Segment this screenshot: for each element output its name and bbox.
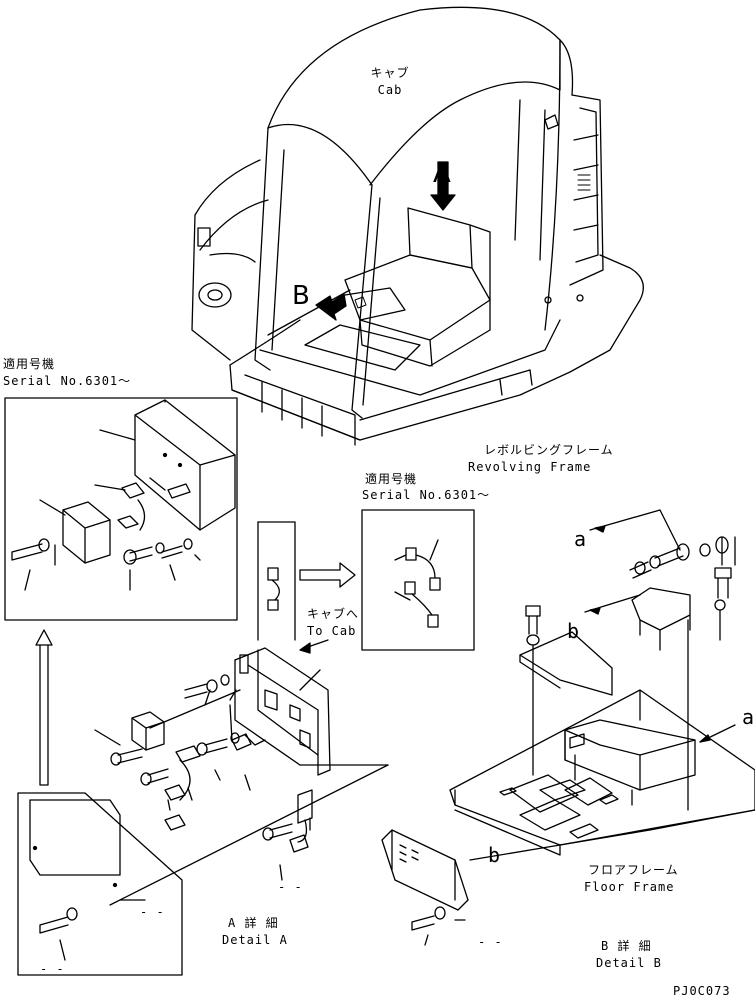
revolving-frame-label-en: Revolving Frame (468, 460, 592, 474)
revolving-frame-label-jp: レボルビングフレーム (484, 443, 614, 457)
dash-mark-1: - - (278, 880, 303, 894)
serial-box-1-label-jp: 適用号機 (3, 357, 56, 371)
detail-a-label-en: Detail A (222, 933, 288, 947)
floor-frame-label-jp: フロアフレーム (588, 863, 679, 877)
dash-mark-2: - - (140, 905, 165, 919)
floor-frame-label-en: Floor Frame (584, 880, 675, 894)
serial-box-1-frame (4, 397, 238, 621)
serial-box-2-frame (361, 509, 475, 651)
ref-marker-b-upper: b (567, 619, 581, 643)
serial-box-2-label-en: Serial No.6301～ (362, 488, 491, 502)
ref-marker-b-lower: b (488, 843, 502, 867)
ref-marker-a-upper: a (574, 527, 588, 551)
detail-b-label-en: Detail B (596, 956, 662, 970)
drawing-code: PJ0C073 (673, 984, 731, 998)
serial-box-1-label-en: Serial No.6301～ (3, 374, 132, 388)
detail-a-label-jp: A 詳 細 (228, 916, 279, 930)
dash-mark-3: - - (478, 935, 503, 949)
detail-a-assembly (94, 521, 389, 906)
to-cab-label-jp: キャブへ (307, 607, 360, 621)
cab-label-en: Cab (377, 83, 403, 97)
cab-illustration (191, 6, 644, 446)
lower-left-panel (17, 792, 183, 976)
up-arrow (35, 629, 53, 786)
serial-box-2-label-jp: 適用号機 (365, 472, 418, 486)
right-arrow (299, 562, 356, 588)
detail-b-assembly (381, 509, 755, 946)
ref-marker-a-right: a (742, 705, 755, 729)
detail-b-label-jp: B 詳 細 (601, 939, 652, 953)
view-marker-a: A (433, 159, 451, 189)
to-cab-label-en: To Cab (307, 624, 357, 638)
view-marker-b: B (292, 281, 310, 311)
cab-label-jp: キャブ (370, 66, 410, 80)
dash-mark-4: - - (40, 962, 65, 976)
